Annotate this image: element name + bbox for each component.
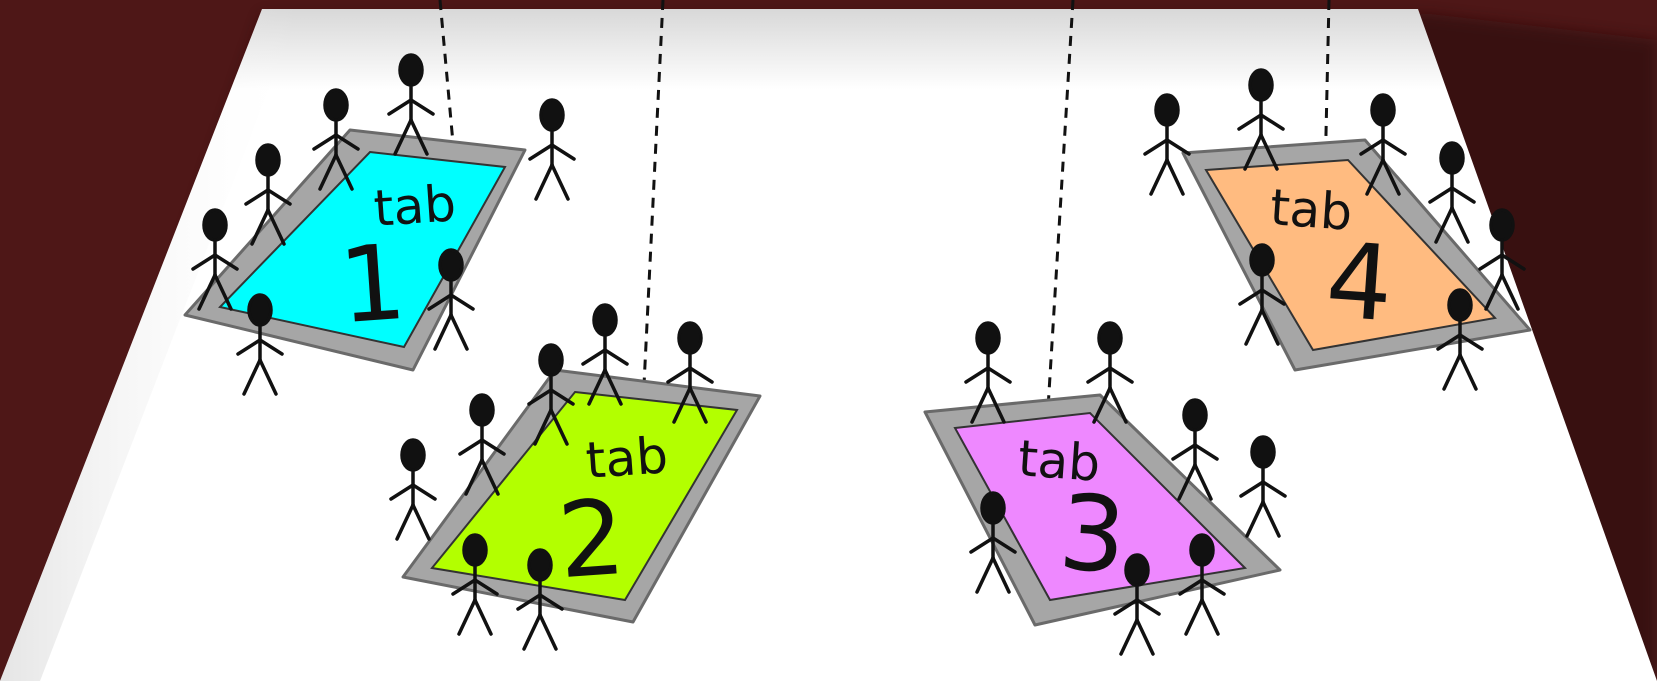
tabletop-screen	[1204, 158, 1497, 352]
cable-tab-2	[641, 0, 665, 406]
tabletop-3: tab 3	[923, 393, 1282, 627]
tabletop-label: tab	[1268, 178, 1354, 242]
tabletop-screen	[953, 411, 1248, 602]
tabletop-number: 4	[1322, 219, 1397, 345]
tabletop-number: 2	[554, 476, 629, 602]
tabletop-label: tab	[1016, 429, 1102, 493]
tabletop-label: tab	[372, 174, 458, 238]
tabletop-number: 3	[1055, 471, 1130, 597]
tabletop-4: tab 4	[1181, 138, 1532, 372]
tabletop-2: tab 2	[401, 368, 762, 624]
tabletop-label: tab	[584, 426, 670, 490]
cable-tab-1	[438, 0, 457, 166]
tabletop-number: 1	[335, 221, 410, 347]
tabletop-screen	[218, 150, 507, 349]
floor-edge-shade	[0, 9, 300, 681]
